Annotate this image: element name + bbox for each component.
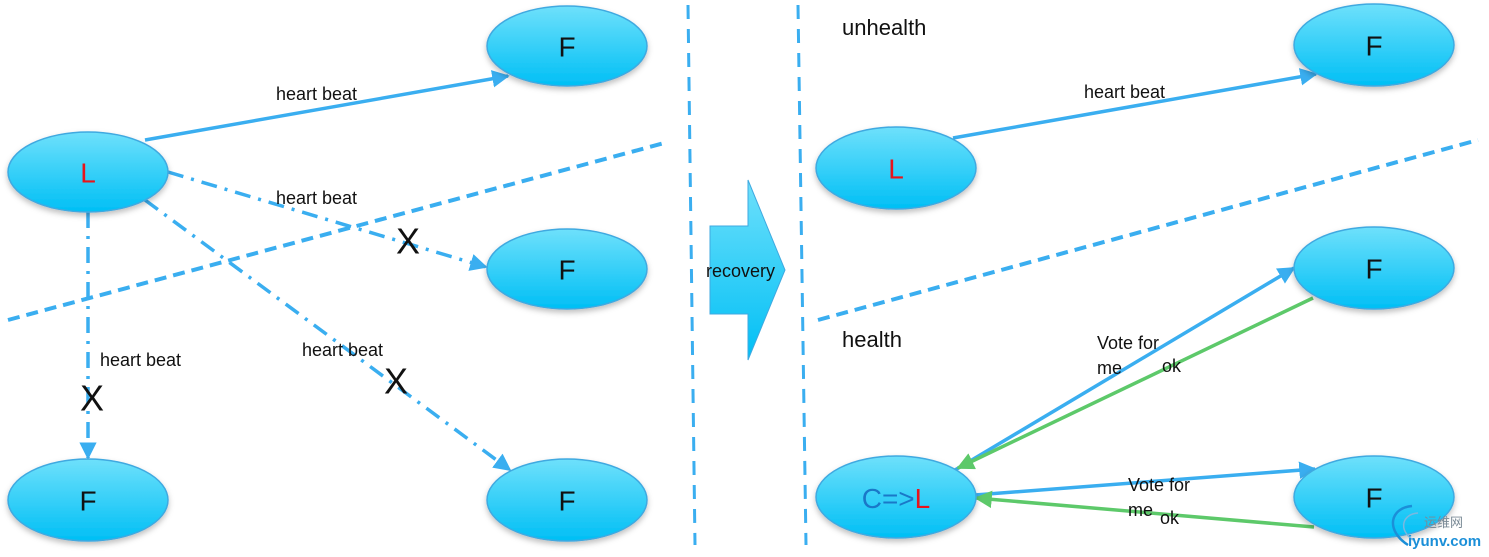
node-old-leader: L	[815, 126, 977, 210]
node-right-follower-top: F	[1293, 3, 1455, 87]
edge-label-heartbeat-bottom-left: heart beat	[100, 350, 181, 370]
edge-heartbeat-to-mid	[167, 170, 488, 271]
node-follower-bottom-left: F	[7, 458, 169, 542]
edge-label-vote-bottom-line1: Vote for	[1128, 475, 1190, 495]
edge-label-ok-top: ok	[1162, 356, 1182, 376]
watermark-logo-icon	[1391, 504, 1413, 547]
partition-line-right	[817, 138, 1479, 322]
edge-vote-reply-top	[956, 296, 1314, 470]
edge-vote-request-top	[954, 266, 1296, 472]
node-follower-bottom-right-label: F	[558, 486, 575, 517]
divider-left	[686, 4, 697, 546]
recovery-label: recovery	[706, 261, 775, 281]
failed-mark-mid: X	[396, 221, 420, 262]
node-candidate-label: C=>L	[862, 483, 931, 514]
node-candidate-suffix: L	[915, 483, 931, 514]
edge-label-heartbeat-mid: heart beat	[276, 188, 357, 208]
recovery-arrow-shape	[709, 179, 786, 361]
edge-heartbeat-to-top	[144, 70, 510, 142]
edge-label-heartbeat-right: heart beat	[1084, 82, 1165, 102]
edge-heartbeat-right	[952, 68, 1318, 140]
edge-vote-reply-bottom	[974, 490, 1315, 529]
zone-label-unhealth: unhealth	[842, 15, 926, 40]
failed-mark-bottom-right: X	[384, 361, 408, 402]
edge-label-heartbeat-bottom-right: heart beat	[302, 340, 383, 360]
node-leader-label: L	[80, 158, 96, 189]
zone-label-health: health	[842, 327, 902, 352]
divider-right	[796, 4, 808, 546]
watermark: 运维网 iyunv.com	[1391, 504, 1481, 550]
node-follower-top: F	[486, 5, 648, 87]
edge-vote-request-bottom	[974, 461, 1317, 497]
edge-label-vote-top-line1: Vote for	[1097, 333, 1159, 353]
node-right-follower-top-label: F	[1365, 31, 1382, 62]
failed-mark-bottom-left: X	[80, 378, 104, 419]
node-right-follower-bottom-label: F	[1365, 483, 1382, 514]
node-follower-bottom-right: F	[486, 458, 648, 542]
watermark-cn: 运维网	[1424, 516, 1463, 531]
node-follower-bottom-left-label: F	[79, 486, 96, 517]
edge-label-ok-bottom: ok	[1160, 508, 1180, 528]
watermark-en: iyunv.com	[1408, 533, 1481, 550]
node-right-follower-mid-label: F	[1365, 254, 1382, 285]
node-follower-mid-label: F	[558, 255, 575, 286]
node-right-follower-mid: F	[1293, 226, 1455, 310]
recovery-arrow: recovery	[706, 179, 786, 361]
edge-label-heartbeat-top: heart beat	[276, 84, 357, 104]
node-leader: L	[7, 131, 169, 213]
edge-label-vote-top-line2: me	[1097, 358, 1122, 378]
node-follower-top-label: F	[558, 32, 575, 63]
edge-label-vote-bottom-line2: me	[1128, 500, 1153, 520]
node-old-leader-label: L	[888, 154, 904, 185]
edge-heartbeat-to-bottom-right	[143, 198, 512, 472]
node-candidate-prefix: C=>	[862, 483, 915, 514]
node-candidate: C=>L	[815, 455, 977, 539]
node-follower-mid: F	[486, 228, 648, 310]
node-right-follower-bottom: F	[1293, 455, 1455, 539]
